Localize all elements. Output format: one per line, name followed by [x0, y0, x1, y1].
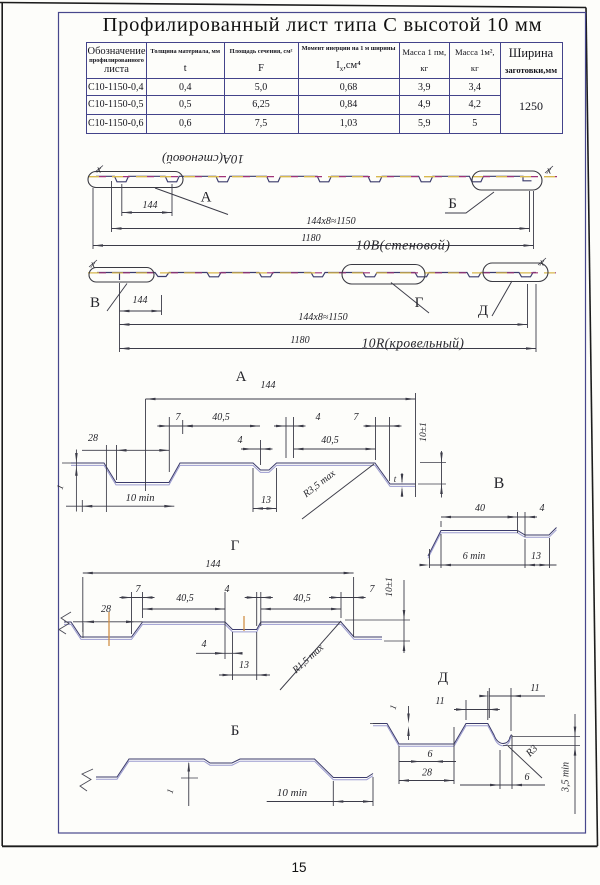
svg-text:Б: Б: [231, 723, 240, 739]
svg-text:1: 1: [55, 483, 66, 490]
svg-text:28: 28: [101, 604, 111, 615]
svg-text:В: В: [494, 475, 505, 492]
svg-text:10±1: 10±1: [419, 422, 429, 441]
svg-text:R1,5 max: R1,5 max: [290, 642, 327, 676]
svg-text:4: 4: [316, 412, 321, 423]
svg-text:144x8≈1150: 144x8≈1150: [298, 312, 347, 323]
svg-text:40,5: 40,5: [321, 435, 339, 446]
svg-text:11: 11: [435, 696, 444, 707]
svg-text:6: 6: [428, 749, 433, 760]
svg-text:3,5 min: 3,5 min: [561, 762, 572, 793]
svg-text:10 min: 10 min: [277, 787, 308, 799]
svg-text:6: 6: [525, 772, 530, 783]
svg-text:Б: Б: [448, 196, 457, 212]
svg-text:10 min: 10 min: [126, 493, 155, 504]
svg-text:4: 4: [238, 435, 243, 446]
svg-text:28: 28: [88, 433, 98, 444]
svg-text:40,5: 40,5: [176, 593, 194, 604]
svg-text:13: 13: [531, 551, 541, 562]
svg-text:Г: Г: [415, 295, 424, 311]
svg-text:4: 4: [540, 503, 545, 514]
svg-text:7: 7: [354, 412, 360, 423]
svg-text:Г: Г: [231, 538, 240, 554]
svg-text:40: 40: [475, 503, 485, 514]
svg-text:13: 13: [239, 660, 249, 671]
svg-text:40,5: 40,5: [212, 412, 230, 423]
svg-text:144: 144: [133, 295, 148, 306]
svg-text:7: 7: [370, 584, 376, 595]
svg-text:10А(стеновой): 10А(стеновой): [162, 152, 244, 167]
svg-text:7: 7: [176, 412, 182, 423]
svg-text:4: 4: [202, 639, 207, 650]
svg-text:x: x: [90, 260, 96, 271]
svg-text:10В(стеновой): 10В(стеновой): [356, 239, 451, 254]
svg-text:10R(кровельный): 10R(кровельный): [362, 336, 465, 351]
svg-text:x: x: [539, 258, 545, 269]
svg-text:11: 11: [530, 683, 539, 694]
svg-text:А: А: [236, 369, 247, 385]
svg-text:1180: 1180: [301, 233, 320, 244]
svg-text:x: x: [96, 165, 102, 176]
svg-text:7: 7: [136, 584, 142, 595]
svg-text:4: 4: [225, 584, 230, 595]
svg-text:144x8≈1150: 144x8≈1150: [306, 216, 355, 227]
svg-text:Д: Д: [478, 303, 488, 319]
svg-text:144: 144: [143, 200, 158, 211]
svg-text:1180: 1180: [290, 335, 309, 346]
svg-text:144: 144: [206, 559, 221, 570]
svg-text:В: В: [90, 295, 100, 311]
svg-text:t: t: [394, 474, 397, 484]
svg-text:x: x: [546, 166, 552, 177]
svg-text:1: 1: [165, 788, 176, 795]
svg-text:28: 28: [422, 768, 432, 779]
svg-text:10±1: 10±1: [385, 577, 395, 596]
svg-text:1: 1: [388, 704, 399, 711]
svg-text:6 min: 6 min: [463, 551, 486, 562]
svg-text:40,5: 40,5: [293, 593, 311, 604]
svg-text:А: А: [201, 190, 212, 206]
svg-text:13: 13: [261, 495, 271, 506]
svg-text:Д: Д: [438, 670, 448, 686]
svg-text:144: 144: [261, 380, 276, 391]
